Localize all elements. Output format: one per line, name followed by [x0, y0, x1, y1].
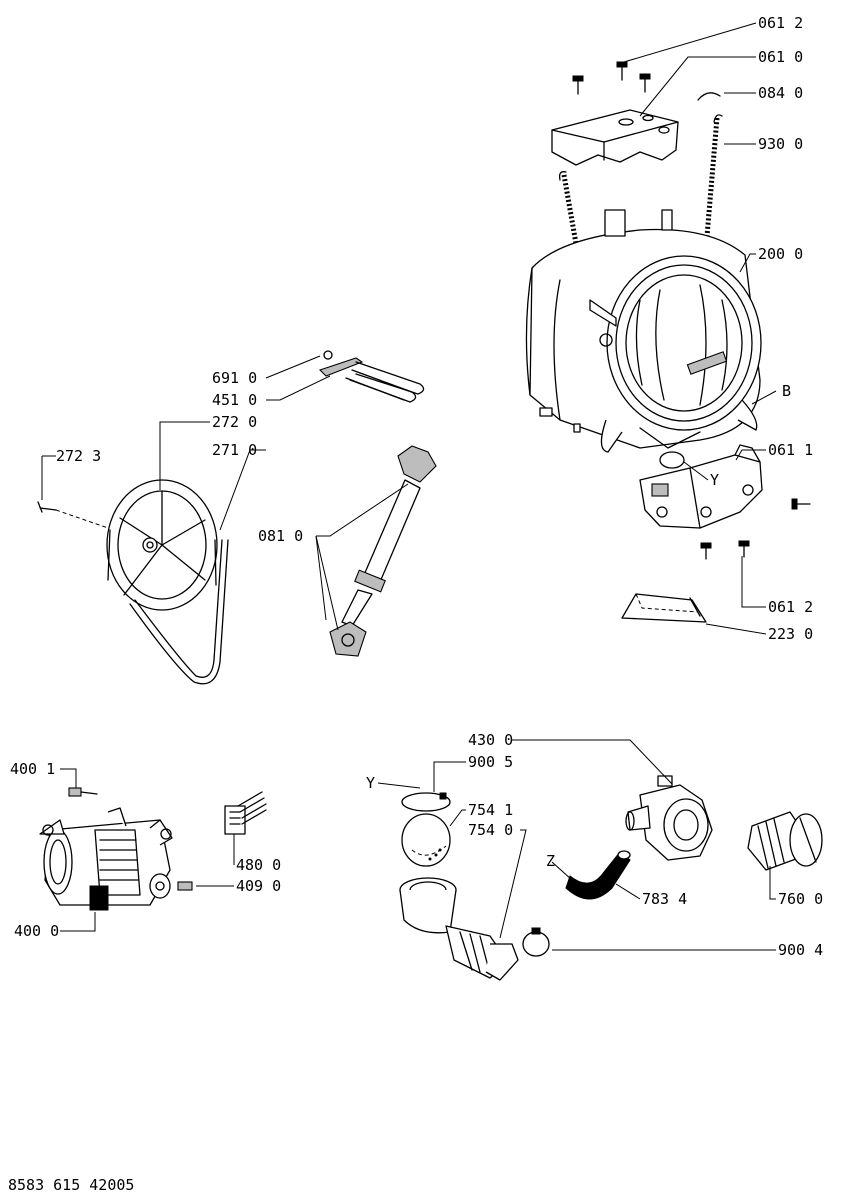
label-061-0: 061 0	[758, 48, 803, 66]
label-272-0: 272 0	[212, 413, 257, 431]
ball-valve-754-1	[401, 813, 451, 867]
hose-clamp-900-5	[401, 792, 451, 812]
label-400-0: 400 0	[14, 922, 59, 940]
label-409-0: 409 0	[236, 877, 281, 895]
label-061-1: 061 1	[768, 441, 813, 459]
belt-271	[129, 539, 229, 685]
rear-counterweight-061	[639, 444, 763, 529]
label-760-0: 760 0	[778, 890, 823, 908]
connector-409	[177, 881, 193, 891]
label-430-0: 430 0	[468, 731, 513, 749]
motor-400	[39, 787, 173, 911]
document-code: 8583 615 42005	[8, 1176, 134, 1194]
label-691-0: 691 0	[212, 369, 257, 387]
heater-451	[318, 350, 425, 403]
sump-hose-754	[399, 877, 519, 981]
tub	[525, 209, 762, 469]
part-labels: 061 2 061 0 084 0 930 0 200 0 B 061 1 Y …	[10, 14, 823, 959]
label-930-0: 930 0	[758, 135, 803, 153]
pump-430	[625, 775, 713, 861]
leader-lines	[41, 22, 777, 951]
label-061-2-top: 061 2	[758, 14, 803, 32]
bolt-272-3	[37, 501, 109, 529]
label-200-0: 200 0	[758, 245, 803, 263]
label-900-4: 900 4	[778, 941, 823, 959]
hose-clip-900-4	[522, 927, 550, 957]
label-754-1: 754 1	[468, 801, 513, 819]
label-Y-tub: Y	[710, 471, 719, 489]
label-783-4: 783 4	[642, 890, 687, 908]
terminal-block-480	[224, 791, 267, 835]
clip-084	[697, 92, 721, 101]
filter-760	[747, 811, 823, 871]
label-272-3: 272 3	[56, 447, 101, 465]
label-900-5: 900 5	[468, 753, 513, 771]
label-400-1: 400 1	[10, 760, 55, 778]
label-061-2-bottom: 061 2	[768, 598, 813, 616]
pulley-272	[106, 479, 218, 611]
counterweight-top	[551, 109, 679, 166]
label-081-0: 081 0	[258, 527, 303, 545]
screws-top	[572, 61, 651, 95]
label-480-0: 480 0	[236, 856, 281, 874]
label-084-0: 084 0	[758, 84, 803, 102]
label-451-0: 451 0	[212, 391, 257, 409]
label-Z: Z	[546, 852, 555, 870]
shock-absorber-081	[329, 445, 437, 657]
label-B: B	[782, 382, 791, 400]
label-Y-clamp: Y	[366, 774, 375, 792]
drum-lifter-223	[621, 593, 707, 623]
label-223-0: 223 0	[768, 625, 813, 643]
label-754-0: 754 0	[468, 821, 513, 839]
label-271-0: 271 0	[212, 441, 257, 459]
screws-bottom	[700, 498, 811, 560]
hose-783-4	[565, 850, 631, 900]
